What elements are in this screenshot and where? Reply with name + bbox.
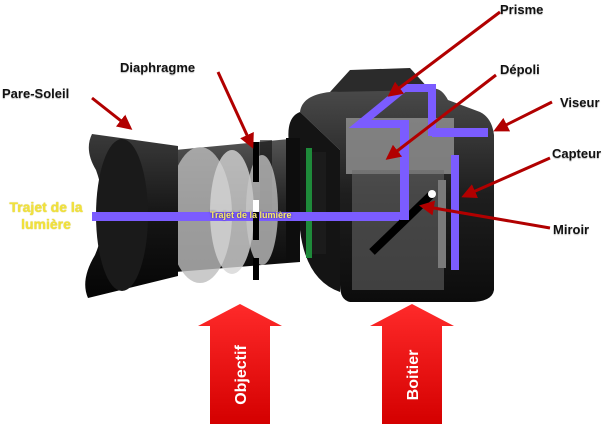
label-pare-soleil: Pare-Soleil [2, 86, 70, 101]
label-miroir: Miroir [553, 222, 590, 237]
boitier-arrow-label: Boitier [405, 350, 422, 401]
label-capteur: Capteur [552, 146, 602, 161]
objectif-arrow-label: Objectif [233, 345, 250, 405]
objectif-arrow [198, 304, 282, 424]
label-trajet-inline: Trajet de la lumière [210, 210, 292, 220]
pointer-arrows [91, 10, 553, 230]
label-viseur: Viseur [560, 95, 600, 110]
label-diaphragme: Diaphragme [120, 60, 196, 75]
label-depoli: Dépoli [500, 62, 540, 77]
label-prisme: Prisme [500, 2, 544, 17]
label-trajet-lumiere: Trajet de la lumière [9, 199, 83, 232]
boitier-arrow [370, 304, 454, 424]
